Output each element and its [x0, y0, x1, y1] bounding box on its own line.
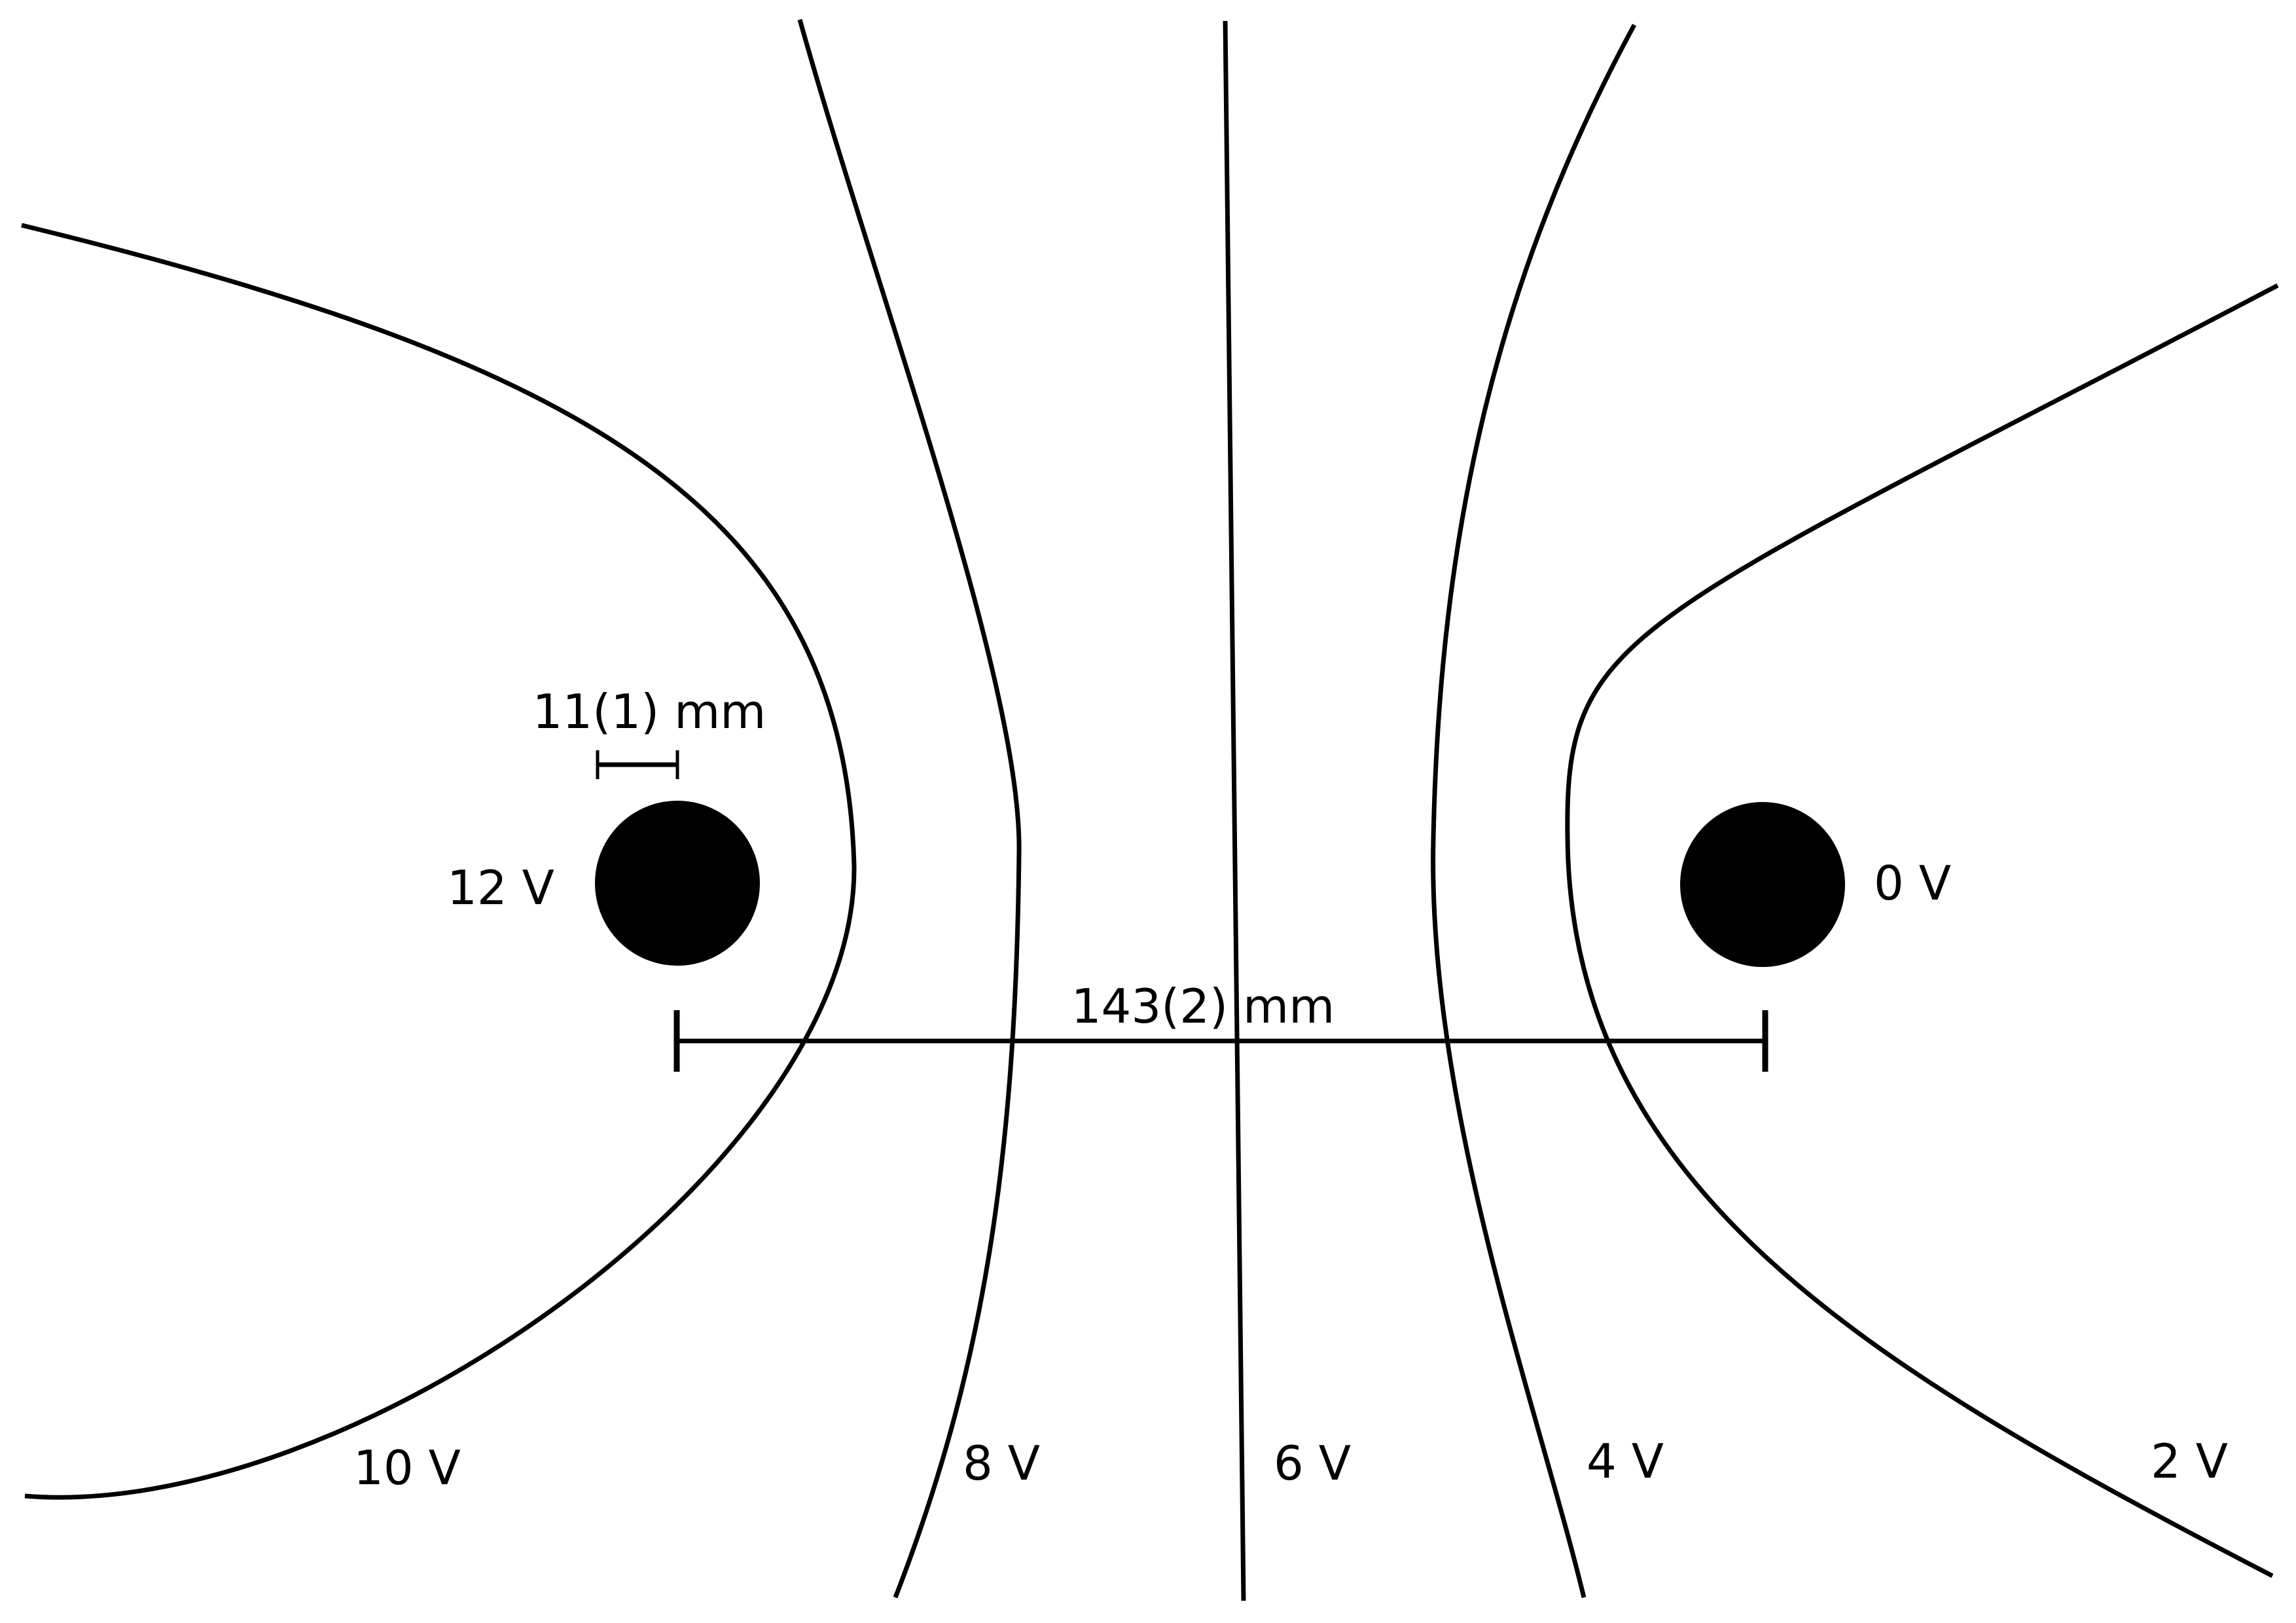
right-electrode-potential-label: 0 V: [1874, 856, 1951, 911]
separation-label: 143(2) mm: [1071, 979, 1335, 1034]
left-electrode: [595, 801, 760, 966]
equipotential-line-8v: [797, 19, 1022, 1599]
diameter-label: 11(1) mm: [533, 684, 766, 739]
equipotential-label-4v: 4 V: [1587, 1434, 1664, 1489]
right-electrode: [1680, 802, 1845, 967]
equipotential-label-10v: 10 V: [353, 1440, 461, 1495]
equipotential-label-2v: 2 V: [2151, 1434, 2228, 1489]
equipotential-label-8v: 8 V: [963, 1436, 1040, 1491]
left-electrode-potential-label: 12 V: [447, 860, 554, 915]
diameter-scale-bar: [596, 750, 679, 779]
equipotential-line-6v: [1223, 20, 1246, 1601]
equipotential-line-10v: [21, 223, 857, 1500]
equipotential-line-4v: [1431, 24, 1637, 1598]
separation-scale-bar: [673, 1010, 1768, 1072]
equipotential-label-6v: 6 V: [1274, 1436, 1351, 1491]
equipotential-line-2v: [1565, 283, 2279, 1578]
